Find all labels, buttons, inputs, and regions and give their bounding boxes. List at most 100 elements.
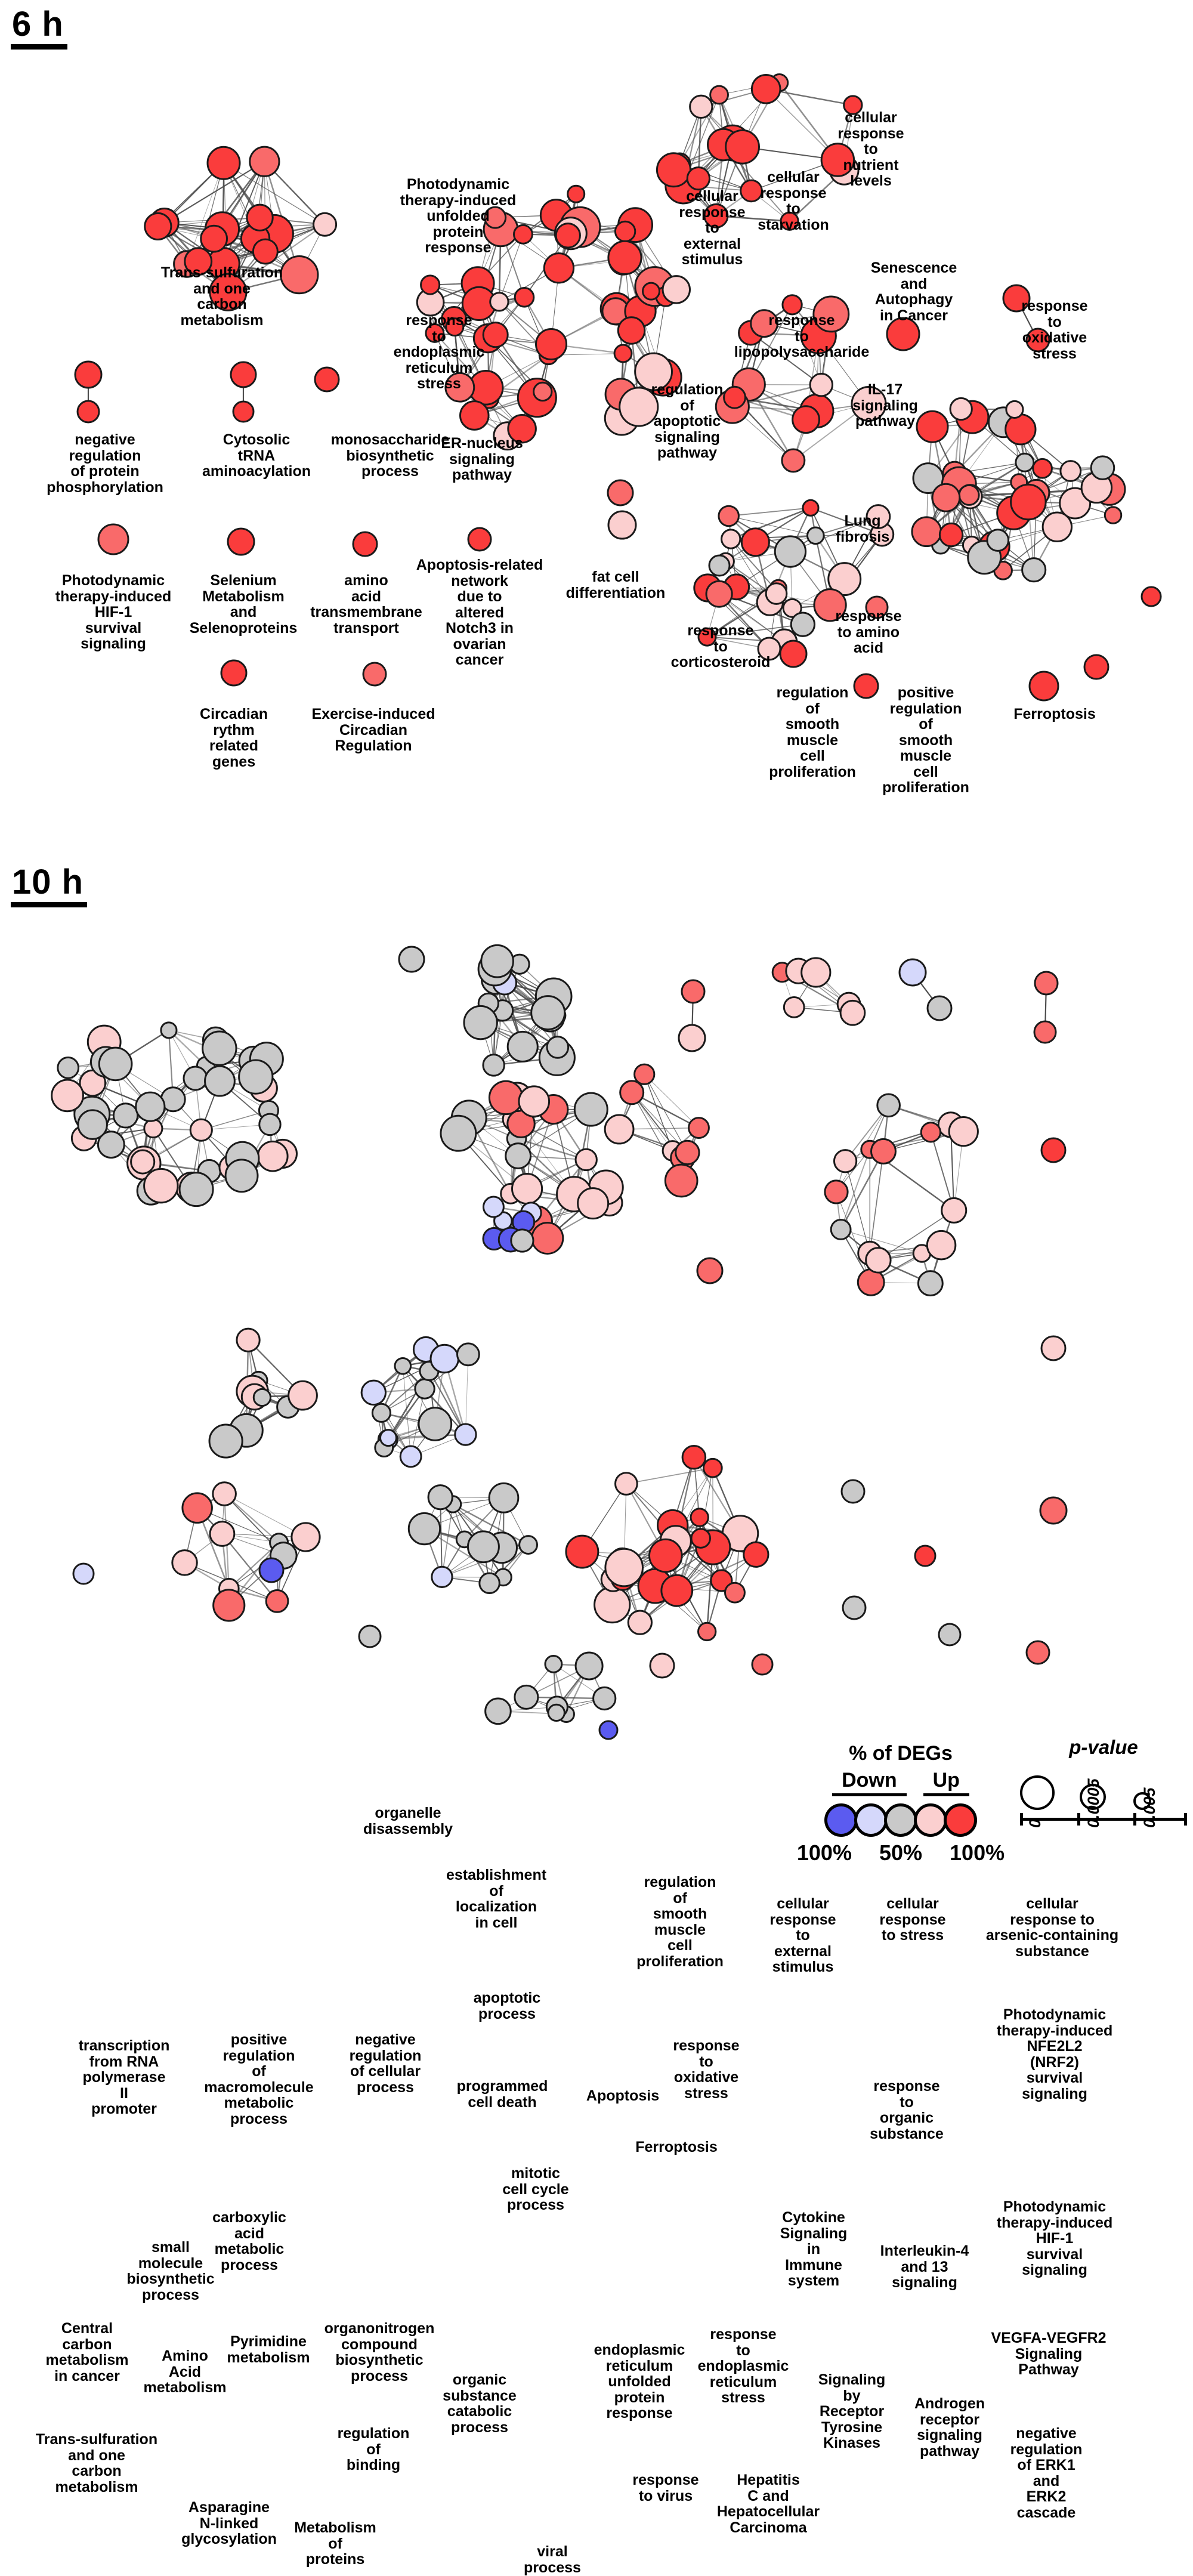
network-node[interactable] <box>843 1596 866 1619</box>
network-node[interactable] <box>854 674 878 698</box>
network-node[interactable] <box>939 1624 960 1645</box>
network-node[interactable] <box>1034 1021 1056 1043</box>
network-node[interactable] <box>802 958 830 987</box>
network-node[interactable] <box>253 239 277 264</box>
network-node[interactable] <box>1091 456 1114 480</box>
network-node[interactable] <box>615 221 635 241</box>
network-node[interactable] <box>834 1150 856 1172</box>
network-node[interactable] <box>515 1685 538 1709</box>
network-node[interactable] <box>359 1626 381 1647</box>
network-node[interactable] <box>231 362 256 387</box>
network-node[interactable] <box>292 1523 320 1551</box>
network-node[interactable] <box>1040 1497 1067 1524</box>
network-node[interactable] <box>508 1031 537 1061</box>
network-node[interactable] <box>807 527 824 544</box>
network-node[interactable] <box>486 1698 511 1724</box>
network-node[interactable] <box>483 1055 504 1076</box>
network-node[interactable] <box>489 1483 518 1512</box>
network-node[interactable] <box>697 1258 722 1283</box>
network-node[interactable] <box>548 1704 564 1721</box>
network-node[interactable] <box>314 213 336 236</box>
network-node[interactable] <box>289 1381 317 1410</box>
network-node[interactable] <box>481 945 514 977</box>
network-node[interactable] <box>741 529 769 556</box>
network-node[interactable] <box>161 1023 177 1038</box>
network-node[interactable] <box>679 1025 705 1051</box>
network-node[interactable] <box>949 1117 978 1145</box>
network-node[interactable] <box>131 1150 154 1173</box>
network-node[interactable] <box>431 1345 458 1372</box>
network-node[interactable] <box>1006 415 1036 444</box>
network-node[interactable] <box>468 528 491 551</box>
network-node[interactable] <box>519 1086 549 1117</box>
network-node[interactable] <box>180 1173 213 1206</box>
network-node[interactable] <box>556 224 580 248</box>
network-node[interactable] <box>441 1116 476 1151</box>
network-node[interactable] <box>432 1567 452 1587</box>
network-node[interactable] <box>576 1149 596 1170</box>
network-node[interactable] <box>480 1573 500 1593</box>
network-node[interactable] <box>766 583 787 604</box>
network-node[interactable] <box>221 660 246 685</box>
network-node[interactable] <box>210 1522 234 1546</box>
network-node[interactable] <box>73 1564 94 1584</box>
network-node[interactable] <box>912 517 941 546</box>
network-node[interactable] <box>98 524 128 554</box>
network-node[interactable] <box>642 283 659 299</box>
network-node[interactable] <box>536 329 567 359</box>
network-node[interactable] <box>725 1583 745 1602</box>
network-node[interactable] <box>866 1248 891 1272</box>
network-node[interactable] <box>400 1446 421 1467</box>
network-node[interactable] <box>1011 484 1046 519</box>
network-node[interactable] <box>599 1721 617 1739</box>
network-node[interactable] <box>676 1141 699 1164</box>
network-node[interactable] <box>1006 401 1023 418</box>
network-node[interactable] <box>363 663 386 685</box>
network-node[interactable] <box>608 241 641 274</box>
network-node[interactable] <box>917 411 948 442</box>
network-node[interactable] <box>1033 459 1052 478</box>
network-node[interactable] <box>455 1424 476 1445</box>
network-node[interactable] <box>399 947 424 972</box>
network-node[interactable] <box>205 1066 235 1096</box>
network-node[interactable] <box>616 1473 638 1495</box>
network-node[interactable] <box>635 1064 654 1084</box>
network-node[interactable] <box>1041 1138 1065 1162</box>
network-node[interactable] <box>842 1480 864 1503</box>
network-node[interactable] <box>545 1655 562 1672</box>
network-node[interactable] <box>547 1037 568 1058</box>
network-node[interactable] <box>136 1092 165 1121</box>
network-node[interactable] <box>628 1611 651 1634</box>
network-node[interactable] <box>950 398 972 419</box>
network-node[interactable] <box>690 95 712 118</box>
network-node[interactable] <box>1061 461 1081 481</box>
network-node[interactable] <box>250 147 279 176</box>
network-node[interactable] <box>691 1509 708 1526</box>
network-node[interactable] <box>780 641 806 667</box>
network-node[interactable] <box>682 980 704 1003</box>
network-node[interactable] <box>254 1389 270 1406</box>
network-node[interactable] <box>52 1080 84 1111</box>
network-node[interactable] <box>932 484 960 511</box>
network-node[interactable] <box>483 1197 503 1217</box>
network-node[interactable] <box>489 1081 522 1114</box>
network-node[interactable] <box>213 1482 236 1506</box>
network-node[interactable] <box>144 1169 178 1202</box>
network-node[interactable] <box>594 1687 616 1709</box>
network-node[interactable] <box>1041 1336 1065 1360</box>
network-node[interactable] <box>927 1231 956 1259</box>
network-node[interactable] <box>831 1219 851 1239</box>
network-node[interactable] <box>208 147 240 179</box>
network-node[interactable] <box>233 401 254 422</box>
network-node[interactable] <box>825 1181 848 1203</box>
network-node[interactable] <box>506 1144 531 1169</box>
network-node[interactable] <box>460 401 489 430</box>
network-node[interactable] <box>706 581 732 607</box>
network-node[interactable] <box>663 276 690 303</box>
network-node[interactable] <box>744 1542 768 1567</box>
network-node[interactable] <box>915 1546 935 1566</box>
network-node[interactable] <box>665 1165 697 1197</box>
network-node[interactable] <box>775 536 805 567</box>
network-node[interactable] <box>511 1230 533 1252</box>
network-node[interactable] <box>900 959 926 986</box>
